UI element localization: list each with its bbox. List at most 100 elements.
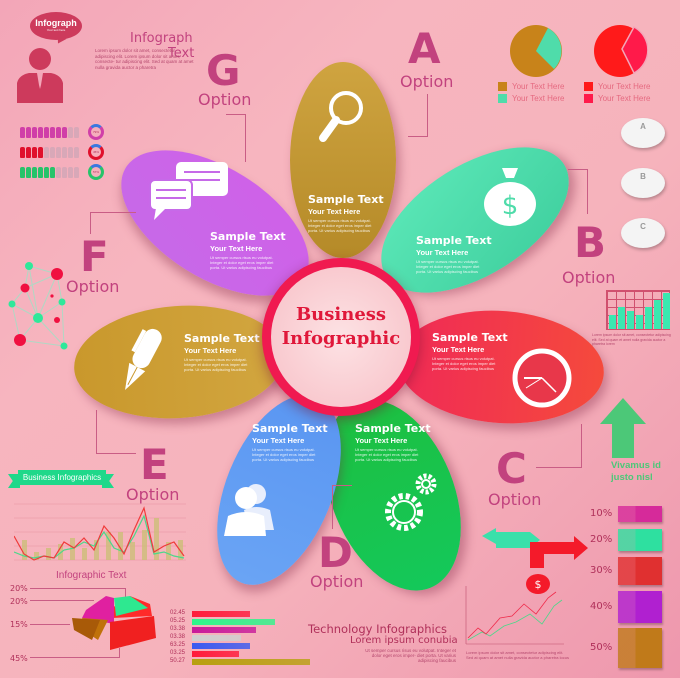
petal-body: Ut semper cursus risus eu volutpat. Inte…: [252, 447, 316, 462]
person-icon: [26, 166, 31, 178]
option-d-letter: D: [318, 528, 353, 577]
cube: [618, 529, 662, 551]
legend-item: Your Text Here: [584, 92, 650, 104]
legend-swatch: [584, 81, 593, 91]
pie-chart-right: [594, 25, 648, 77]
cube-label: 40%: [590, 601, 613, 612]
network-diagram: [8, 262, 68, 350]
hbar: [192, 611, 250, 617]
legend-swatch: [498, 81, 507, 91]
ribbon: Business Infographics: [18, 470, 106, 485]
option-f-connector: [90, 212, 136, 234]
hbar-label: 50.27: [170, 658, 186, 664]
mini-bar: [636, 314, 643, 329]
pie-chart-left: [510, 25, 562, 77]
option-c-label: Option: [488, 490, 542, 509]
hbar: [192, 651, 239, 657]
legend-swatch: [498, 93, 507, 103]
bubble-letter: C: [640, 222, 646, 231]
mini-bar-chart-text: Lorem ipsum dolor sit amet, consectetur …: [592, 333, 671, 346]
center-title-line2: Infographic: [281, 328, 401, 349]
mini-bar: [609, 314, 616, 329]
center-title: Business Infographic: [262, 303, 420, 351]
petal-body: Ut semper cursus risus eu volutpat. Inte…: [308, 218, 372, 233]
bubble-b: B: [621, 168, 665, 198]
hbar: [192, 659, 310, 665]
pie3d-leader: [30, 648, 120, 658]
petal-title: Sample Text: [355, 422, 431, 435]
pie3d-leader: [30, 624, 70, 625]
option-e-label: Option: [126, 485, 180, 504]
person-icon: [68, 126, 73, 138]
option-b-label: Option: [562, 268, 616, 287]
petal-subtitle: Your Text Here: [416, 248, 469, 257]
option-b-letter: B: [574, 218, 607, 267]
person-icon: [38, 146, 43, 158]
hbar-label: 05.25: [170, 618, 186, 624]
arrow-caption: Vivamus id justo nisl: [611, 460, 661, 484]
mini-bar: [654, 300, 661, 329]
trend-chart-text: Lorem ipsum dolor sit amet, consectetur …: [466, 650, 569, 660]
person-icon: [38, 166, 43, 178]
option-d-connector: [332, 485, 352, 529]
person-icon: [74, 126, 79, 138]
petal-subtitle: Your Text Here: [308, 207, 361, 216]
option-f-label: Option: [66, 277, 120, 296]
people-row: 57%: [20, 162, 104, 182]
person-icon: [74, 146, 79, 158]
trend-line-chart: [465, 586, 564, 645]
option-a-label: Option: [400, 72, 454, 91]
hbar: [192, 619, 275, 625]
center-disc: [271, 267, 411, 407]
petal-d-text: Sample Text Your Text Here Ut semper cur…: [355, 422, 431, 462]
petal-subtitle: Your Text Here: [355, 436, 408, 445]
person-icon: [56, 126, 61, 138]
hbar: [192, 643, 250, 649]
person-icon: [20, 146, 25, 158]
hbar-label: 03.38: [170, 626, 186, 632]
petal-body: Ut semper cursus risus eu volutpat. Inte…: [432, 356, 496, 371]
cube-label: 50%: [590, 642, 613, 653]
person-icon: [56, 166, 61, 178]
pie3d-label: 45%: [10, 654, 28, 663]
hbar: [192, 635, 241, 641]
center-ring: Business Infographic: [262, 258, 420, 416]
petal-c-text: Sample Text Your Text Here Ut semper cur…: [432, 331, 508, 371]
person-icon: [44, 146, 49, 158]
cube: [618, 506, 662, 522]
petal-subtitle: Your Text Here: [184, 346, 237, 355]
person-icon: [50, 126, 55, 138]
arrow-caption-line1: Vivamus id: [611, 460, 661, 471]
pen-icon: [125, 328, 162, 391]
magnifier-icon: [319, 91, 363, 142]
people-row: 45%: [20, 142, 104, 162]
direction-arrows: $: [482, 528, 588, 594]
option-b-connector: [568, 169, 588, 214]
legend-item: Your Text Here: [584, 80, 650, 92]
clock-icon: [512, 348, 572, 408]
person-icon: [26, 146, 31, 158]
tech-body: Ut semper cursus risus eu volutpat. Inte…: [365, 648, 456, 663]
person-icon: [62, 146, 67, 158]
petal-body: Ut semper cursus risus eu volutpat. Inte…: [355, 447, 419, 462]
person-icon: [38, 126, 43, 138]
person-icon: [32, 126, 37, 138]
petal-b-text: Sample Text Your Text Here Ut semper cur…: [416, 234, 492, 274]
person-icon: [26, 126, 31, 138]
option-a-letter: A: [408, 24, 441, 73]
petal-body: Ut semper cursus risus eu volutpat. Inte…: [416, 259, 480, 274]
mini-bar-chart: [606, 290, 670, 330]
petal-title: Sample Text: [416, 234, 492, 247]
up-arrow-icon: [600, 398, 646, 458]
petal-f-text: Sample Text Your Text Here Ut semper cur…: [184, 332, 260, 372]
pie3d-label: 20%: [10, 584, 28, 593]
petal-g-text: Sample Text Your Text Here Ut semper cur…: [210, 230, 286, 270]
petal-a-text: Sample Text Your Text Here Ut semper cur…: [308, 193, 384, 233]
bubble-c: C: [621, 218, 665, 248]
pie3d-leader: [30, 600, 94, 601]
cube-label: 30%: [590, 565, 613, 576]
line-chart: [14, 503, 186, 561]
option-e-letter: E: [140, 440, 169, 489]
chat-icon: [149, 162, 228, 220]
